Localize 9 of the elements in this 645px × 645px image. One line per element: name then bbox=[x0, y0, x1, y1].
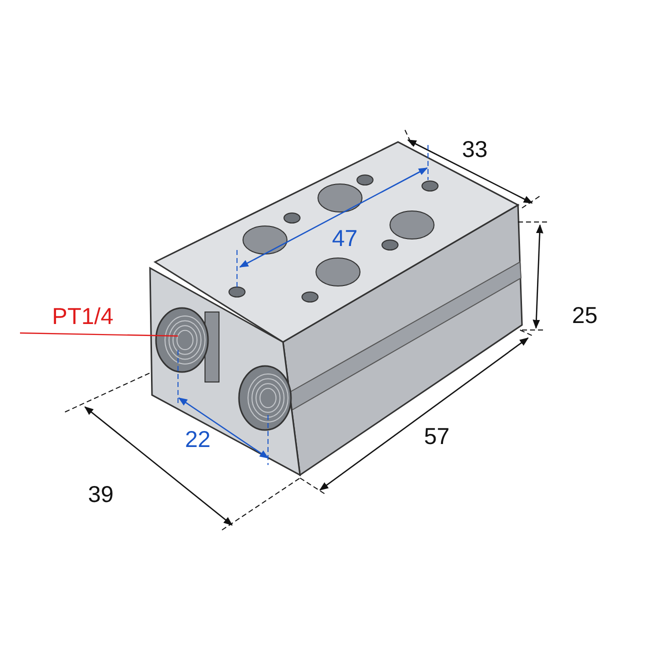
callout-label: PT1/4 bbox=[52, 303, 114, 329]
dimension-label: 57 bbox=[424, 423, 450, 449]
dimension-label: 25 bbox=[572, 302, 598, 328]
threaded-port bbox=[155, 307, 209, 373]
dimension-label: 39 bbox=[88, 481, 114, 507]
dimension-label: 22 bbox=[185, 426, 211, 452]
leader-line bbox=[20, 332, 178, 337]
dimension-label: 33 bbox=[462, 136, 488, 162]
dimension-label: 47 bbox=[332, 225, 358, 251]
